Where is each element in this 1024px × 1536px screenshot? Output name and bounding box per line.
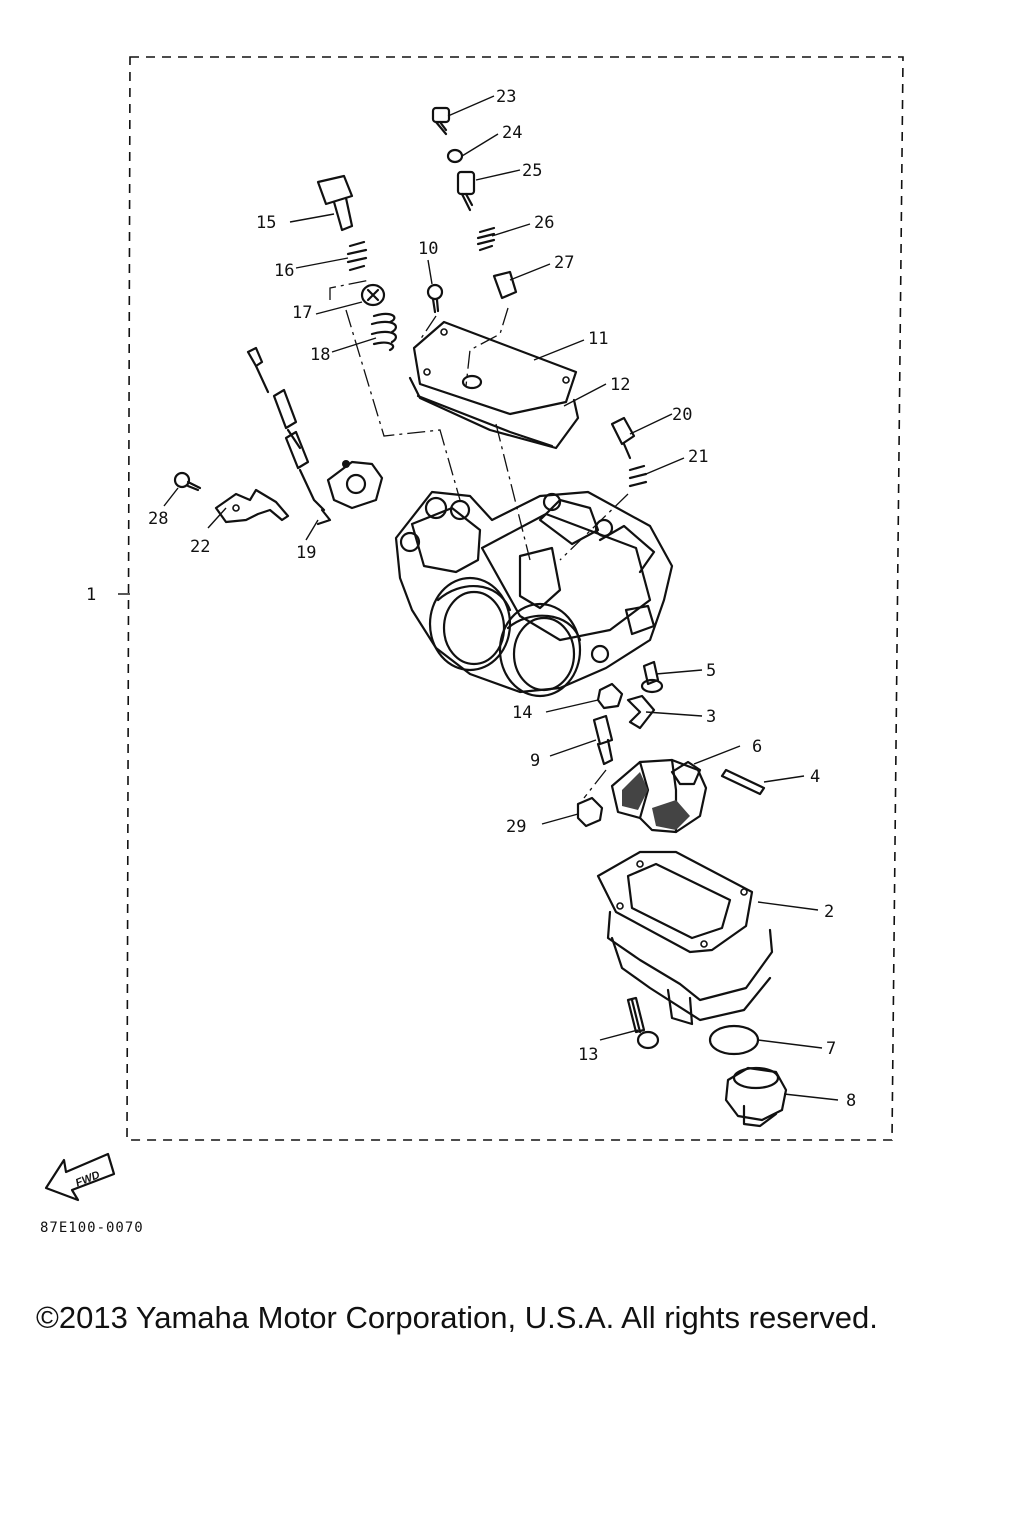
part-20-screw [610, 416, 636, 460]
callout-10: 10 [418, 239, 438, 259]
part-15-screw [316, 174, 354, 232]
part-21-spring [628, 464, 648, 488]
assembly-boundary [126, 56, 904, 1141]
callout-3: 3 [706, 707, 716, 727]
part-7-o-ring [708, 1024, 760, 1056]
callout-labels: 1 2 3 4 5 6 7 8 9 10 11 12 13 14 15 16 1… [86, 87, 856, 1111]
part-2-float-chamber [596, 850, 774, 1026]
callout-20: 20 [672, 405, 692, 425]
part-23-screw [431, 106, 451, 136]
leader-lines [118, 95, 839, 1101]
callout-18: 18 [310, 345, 330, 365]
callout-25: 25 [522, 161, 542, 181]
callout-17: 17 [292, 303, 312, 323]
callout-23: 23 [496, 87, 516, 107]
part-5-screw [640, 660, 664, 694]
carburetor-body [394, 490, 674, 698]
callout-27: 27 [554, 253, 574, 273]
callout-13: 13 [578, 1045, 598, 1065]
assembly-guide-10 [419, 315, 437, 341]
assembly-guide-left [345, 309, 461, 501]
part-16-spring [346, 240, 368, 272]
part-11-cover [412, 320, 578, 416]
callout-4: 4 [810, 767, 820, 787]
callout-6: 6 [752, 737, 762, 757]
callout-9: 9 [530, 751, 540, 771]
part-14-nut [596, 682, 624, 710]
assembly-guide-cover [495, 423, 531, 561]
callout-22: 22 [190, 537, 210, 557]
part-13-screw [626, 996, 660, 1050]
assembly-guide-17 [329, 279, 371, 300]
callout-7: 7 [826, 1039, 836, 1059]
part-17-washer [360, 283, 386, 307]
callout-1: 1 [86, 585, 96, 605]
needle-axis-line [583, 769, 607, 799]
callout-26: 26 [534, 213, 554, 233]
part-12-gasket [408, 376, 580, 450]
part-28-screw [173, 471, 202, 492]
callout-11: 11 [588, 329, 608, 349]
callout-8: 8 [846, 1091, 856, 1111]
callout-15: 15 [256, 213, 276, 233]
part-19-sensor [246, 346, 384, 526]
part-10-screw [426, 283, 444, 314]
callout-2: 2 [824, 902, 834, 922]
callout-19: 19 [296, 543, 316, 563]
part-27-plunger [492, 270, 518, 300]
part-24-washer [446, 148, 464, 164]
assembly-guide-right [559, 493, 629, 561]
callout-16: 16 [274, 261, 294, 281]
fwd-arrow-icon: FWD [44, 1152, 116, 1202]
assembly-guide-screw [465, 307, 509, 387]
callout-21: 21 [688, 447, 708, 467]
fwd-label: FWD [74, 1169, 102, 1190]
callout-24: 24 [502, 123, 522, 143]
part-3-clip [626, 694, 656, 730]
part-4-pin [720, 768, 766, 796]
part-29-seat [576, 796, 604, 828]
callout-14: 14 [512, 703, 532, 723]
part-8-plug [724, 1066, 788, 1128]
part-22-bracket [214, 488, 290, 524]
copyright-notice: ©2013 Yamaha Motor Corporation, U.S.A. A… [36, 1300, 878, 1335]
part-18-spring [370, 312, 398, 352]
callout-28: 28 [148, 509, 168, 529]
callout-29: 29 [506, 817, 526, 837]
callout-12: 12 [610, 375, 630, 395]
part-26-spring [476, 226, 496, 252]
part-6-float [610, 758, 708, 834]
callout-5: 5 [706, 661, 716, 681]
part-9-needle-valve [592, 714, 614, 766]
part-25-screw [456, 170, 476, 212]
diagram-reference-code: 87E100-0070 [40, 1220, 144, 1236]
